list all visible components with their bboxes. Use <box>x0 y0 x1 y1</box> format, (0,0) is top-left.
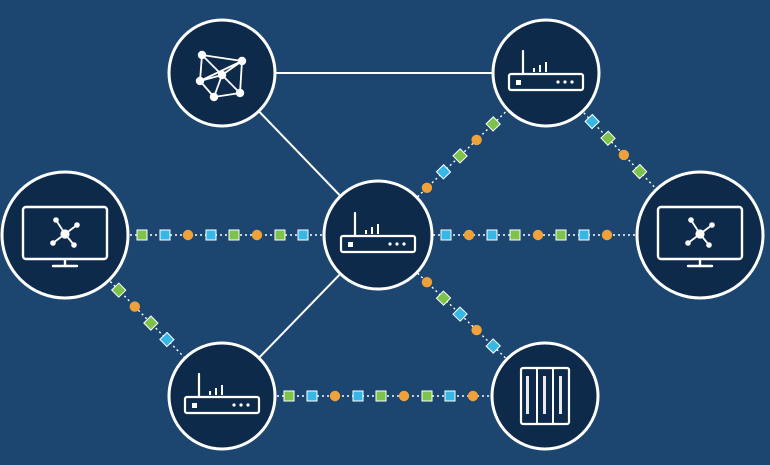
packet-square <box>631 163 648 180</box>
node-monitor-left <box>0 170 130 300</box>
packet-square <box>452 306 468 322</box>
packet-dot <box>532 229 544 241</box>
packet-square <box>435 164 452 180</box>
packet-square <box>136 229 148 241</box>
node-mesh-node <box>167 18 277 128</box>
link-router-bottom-left-to-server-bottom-right <box>222 390 545 402</box>
packet-square <box>274 229 286 241</box>
link-router-center-to-router-top-right <box>377 72 547 236</box>
monitor-network-icon <box>21 205 109 268</box>
packet-square <box>352 390 364 402</box>
packet-square <box>421 390 433 402</box>
packet-square <box>143 315 159 331</box>
packet-dot <box>421 182 433 193</box>
packet-dot <box>329 390 341 402</box>
link-router-center-to-monitor-right <box>378 229 700 241</box>
packet-square <box>600 130 616 147</box>
packet-square <box>228 229 240 241</box>
node-server-bottom-right <box>490 341 600 451</box>
packet-dot <box>467 390 479 402</box>
packet-square <box>444 390 456 402</box>
packet-square <box>159 229 171 241</box>
packet-square <box>578 229 590 241</box>
packet-dot <box>618 149 630 161</box>
packet-square <box>435 290 452 306</box>
nodes-layer <box>0 18 765 451</box>
router-icon <box>339 211 417 254</box>
node-monitor-right <box>635 170 765 300</box>
packet-square <box>452 148 468 164</box>
packet-dot <box>471 324 482 336</box>
packet-square <box>485 338 501 354</box>
packet-dot <box>471 134 482 146</box>
packet-dot <box>182 229 194 241</box>
packet-dot <box>601 229 613 241</box>
link-monitor-left-to-router-bottom-left <box>64 234 223 397</box>
packet-dot <box>398 390 410 402</box>
packet-square <box>485 116 501 132</box>
router-icon <box>507 49 585 92</box>
node-router-center <box>322 179 434 291</box>
link-monitor-left-to-router-center <box>65 229 378 241</box>
packet-square <box>283 390 295 402</box>
packet-square <box>584 113 600 130</box>
packet-square <box>509 229 521 241</box>
router-icon <box>183 372 261 415</box>
packet-dot <box>129 301 141 312</box>
packet-square <box>555 229 567 241</box>
packet-square <box>306 390 318 402</box>
packet-square <box>297 229 309 241</box>
node-router-bottom-left <box>167 341 277 451</box>
monitor-network-icon <box>656 205 744 268</box>
server-rack-icon <box>519 366 571 426</box>
packet-square <box>110 282 127 298</box>
packet-square <box>375 390 387 402</box>
node-router-top-right <box>491 18 601 128</box>
packet-square <box>440 229 452 241</box>
packet-square <box>159 331 175 348</box>
packet-dot <box>251 229 263 241</box>
link-router-center-to-server-bottom-right <box>377 234 546 397</box>
links-layer <box>64 72 701 402</box>
packet-square <box>486 229 498 241</box>
network-mesh-icon <box>195 50 247 102</box>
packet-dot <box>463 229 475 241</box>
packet-dot <box>421 276 433 288</box>
packet-square <box>205 229 217 241</box>
